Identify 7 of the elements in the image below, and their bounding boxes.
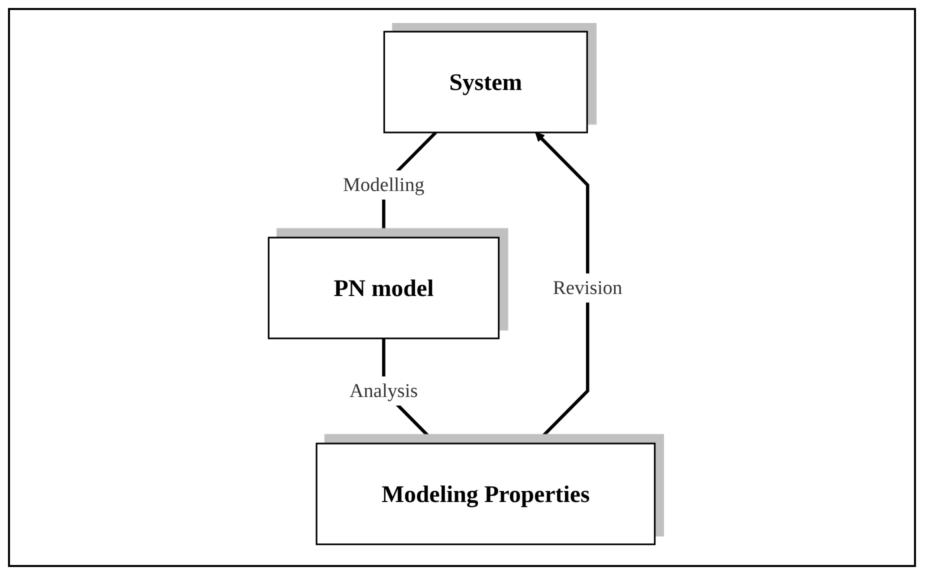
node-box: System — [384, 30, 588, 133]
node-box: Modeling Properties — [316, 442, 656, 545]
arrow — [534, 132, 590, 444]
edge-label: Revision — [553, 276, 623, 298]
edge-label: Analysis — [350, 379, 418, 401]
node-box: PN model — [268, 236, 500, 339]
edge-label: Modelling — [343, 173, 425, 195]
